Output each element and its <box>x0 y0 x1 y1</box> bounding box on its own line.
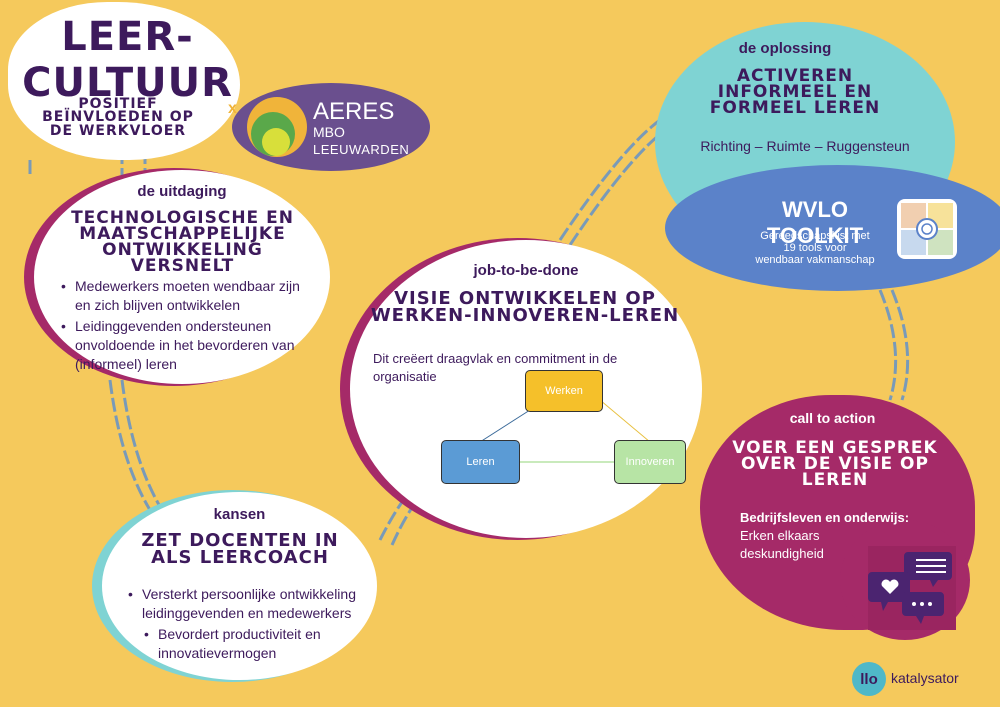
aeres-name: AERES <box>313 98 395 125</box>
toolkit-line: wendbaar vakmanschap <box>755 254 875 266</box>
title-line2: CULTUUR <box>22 60 233 106</box>
kansen-bullets: Versterkt persoonlijke ontwikkeling leid… <box>128 585 362 663</box>
list-item: Medewerkers moeten wendbaar zijn en zich… <box>61 277 310 315</box>
node-leren: Leren <box>441 440 520 484</box>
node-werken: Werken <box>525 370 603 412</box>
llo-logo: llo <box>852 662 886 696</box>
job-label: job-to-be-done <box>473 262 579 279</box>
uitdaging-bullets: Medewerkers moeten wendbaar zijn en zich… <box>61 277 310 374</box>
chat-bubbles-icon <box>868 546 956 630</box>
title-line1: LEER- <box>61 14 194 60</box>
cta-text: Erken elkaars deskundigheid <box>740 528 824 561</box>
toolkit-icon <box>897 199 957 259</box>
title-blob <box>8 2 240 160</box>
toolkit-title: WVLO TOOLKIT <box>766 197 864 248</box>
x-mark: x <box>228 100 237 117</box>
uitdaging-heading: TECHNOLOGISCHE EN MAATSCHAPPELIJKE ONTWI… <box>71 208 294 277</box>
title-subtitle: POSITIEF BEÏNVLOEDEN OP DE WERKVLOER <box>42 96 194 139</box>
node-innoveren: Innoveren <box>614 440 686 484</box>
oplossing-heading: ACTIVEREN INFORMEEL EN FORMEEL LEREN <box>709 66 881 119</box>
brand-name: katalysator <box>891 670 959 686</box>
aeres-city: LEEUWARDEN <box>313 142 410 157</box>
list-item: Leidinggevenden ondersteunen onvoldoende… <box>61 317 310 374</box>
list-item: Versterkt persoonlijke ontwikkeling leid… <box>128 585 362 623</box>
toolkit-line: Gereedschapskist met <box>760 230 870 242</box>
cta-heading: VOER EEN GESPREK OVER DE VISIE OP LEREN <box>732 438 938 491</box>
oplossing-text: Richting – Ruimte – Ruggensteun <box>700 138 910 154</box>
job-heading: VISIE ONTWIKKELEN OP WERKEN-INNOVEREN-LE… <box>370 288 680 327</box>
aeres-logo-mark <box>247 97 307 157</box>
aeres-mbo: MBO <box>313 124 345 140</box>
list-item: Bevordert productiviteit en innovatiever… <box>144 625 362 663</box>
toolkit-line: 19 tools voor <box>783 242 847 254</box>
kansen-label: kansen <box>213 506 266 523</box>
toolkit-description: Gereedschapskist met 19 tools voor wendb… <box>735 230 895 266</box>
job-text: Dit creëert draagvlak en commitment in d… <box>373 351 618 384</box>
uitdaging-label: de uitdaging <box>137 183 227 200</box>
kansen-heading: ZET DOCENTEN IN ALS LEERCOACH <box>141 530 339 569</box>
cta-bold-text: Bedrijfsleven en onderwijs: <box>740 510 910 525</box>
cta-label: call to action <box>789 410 876 426</box>
oplossing-label: de oplossing <box>738 40 832 57</box>
